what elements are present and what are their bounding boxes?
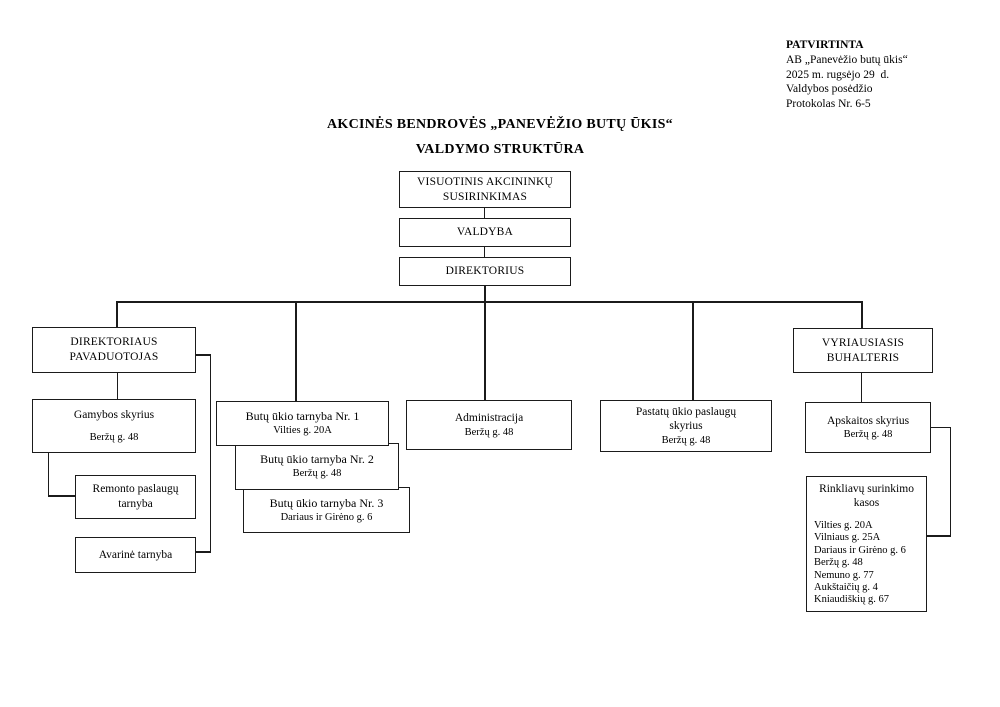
box-pastatu-ukio-paslaugu-skyrius: Pastatų ūkio paslaugų skyrius Beržų g. 4… <box>600 400 772 452</box>
connector-buhalteris-apskaitos <box>860 373 862 403</box>
approval-line: AB „Panevėžio butų ūkis“ <box>786 53 908 66</box>
box-direktorius: DIREKTORIUS <box>399 257 571 286</box>
box-butu-ukio-tarnyba-3: Butų ūkio tarnyba Nr. 3 Dariaus ir Girėn… <box>243 487 410 533</box>
box-address: Beržų g. 48 <box>464 426 514 438</box>
connector-drop-pastatu <box>691 301 694 401</box>
box-label: Butų ūkio tarnyba Nr. 1 <box>245 409 360 424</box>
box-label: DIREKTORIAUS <box>70 336 158 349</box>
box-label: Butų ūkio tarnyba Nr. 3 <box>269 495 384 510</box>
connector-drop-butu-tarnyba <box>295 301 297 402</box>
connector-main-horizontal <box>116 300 863 303</box>
approval-line: Valdybos posėdžio <box>786 83 873 96</box>
connector-gamybos-remonto-h <box>47 495 76 497</box>
approval-line: 2025 m. rugsėjo 29 d. <box>786 68 890 81</box>
box-address: Beržų g. 48 <box>843 429 893 441</box>
approval-line: PATVIRTINTA <box>786 39 864 51</box>
box-valdyba: VALDYBA <box>399 218 571 247</box>
address-item: Beržų g. 48 <box>814 557 863 569</box>
connector-pavaduotojas-avarine-h1 <box>196 354 211 356</box>
address-item: Vilniaus g. 25A <box>814 532 881 544</box>
box-label: DIREKTORIUS <box>445 265 525 278</box>
connector-apskaitos-rinkliavu-h1 <box>931 426 951 428</box>
box-butu-ukio-tarnyba-2: Butų ūkio tarnyba Nr. 2 Beržų g. 48 <box>235 443 399 490</box>
box-address: Beržų g. 48 <box>292 468 342 480</box>
box-label: tarnyba <box>118 498 153 510</box>
box-direktoriaus-pavaduotojas: DIREKTORIAUS PAVADUOTOJAS <box>32 327 196 373</box>
box-remonto-paslaugu-tarnyba: Remonto paslaugų tarnyba <box>75 475 196 519</box>
connector-direktorius-trunk <box>483 285 486 302</box>
box-label: SUSIRINKIMAS <box>442 190 528 203</box>
box-label: BUHALTERIS <box>826 351 900 364</box>
box-label: Pastatų ūkio paslaugų <box>635 405 737 418</box>
box-label: PAVADUOTOJAS <box>69 351 159 363</box>
box-label: skyrius <box>669 420 703 433</box>
connector-pavaduotojas-gamybos <box>116 373 118 400</box>
address-item: Vilties g. 20A <box>814 520 873 531</box>
box-avarine-tarnyba: Avarinė tarnyba <box>75 537 196 573</box>
page-title-line-1: AKCINĖS BENDROVĖS „PANEVĖŽIO BUTŲ ŪKIS“ <box>327 117 673 132</box>
box-label: Gamybos skyrius <box>73 408 155 421</box>
address-item: Kniaudiškių g. 67 <box>814 594 889 606</box>
page-title: AKCINĖS BENDROVĖS „PANEVĖŽIO BUTŲ ŪKIS“ … <box>0 112 1000 162</box>
address-list: Vilties g. 20A Vilniaus g. 25A Dariaus i… <box>807 520 906 607</box>
connector-drop-buhalteris <box>860 301 863 329</box>
box-label: VYRIAUSIASIS <box>821 336 905 349</box>
box-vyriausiasis-buhalteris: VYRIAUSIASIS BUHALTERIS <box>793 328 933 373</box>
approval-line: Protokolas Nr. 6-5 <box>786 98 871 111</box>
box-visuotinis-akcininku-susirinkimas: VISUOTINIS AKCININKŲ SUSIRINKIMAS <box>399 171 571 208</box>
connector-apskaitos-rinkliavu-h2 <box>927 535 951 537</box>
box-label: Rinkliavų surinkimo <box>819 483 914 495</box>
box-label: Remonto paslaugų <box>92 483 179 496</box>
box-rinkliavu-surinkimo-kasos: Rinkliavų surinkimo kasos Vilties g. 20A… <box>806 476 927 612</box>
connector-apskaitos-rinkliavu-v <box>949 426 951 537</box>
address-item: Nemuno g. 77 <box>814 569 874 581</box>
connector-pavaduotojas-avarine-v <box>209 354 212 553</box>
box-address: Vilties g. 20A <box>273 425 332 437</box>
box-gamybos-skyrius: Gamybos skyrius Beržų g. 48 <box>32 399 196 453</box>
box-administracija: Administracija Beržų g. 48 <box>406 400 572 450</box>
connector-valdyba-direktorius <box>483 246 485 258</box>
box-label: kasos <box>853 496 880 509</box>
connector-pavaduotojas-avarine-h2 <box>196 550 211 553</box>
connector-drop-pavaduotojas <box>116 301 118 328</box>
box-label: Apskaitos skyrius <box>826 414 910 427</box>
box-address: Dariaus ir Girėno g. 6 <box>280 511 373 523</box>
connector-visuotinis-valdyba <box>483 208 485 219</box>
address-item: Dariaus ir Girėno g. 6 <box>814 544 906 556</box>
box-label: Administracija <box>454 412 524 425</box>
connector-gamybos-remonto-v <box>47 453 49 497</box>
approval-note: PATVIRTINTA AB „Panevėžio butų ūkis“ 202… <box>786 38 908 112</box>
address-item: Aukštaičių g. 4 <box>814 582 878 594</box>
box-apskaitos-skyrius: Apskaitos skyrius Beržų g. 48 <box>805 402 931 453</box>
box-butu-ukio-tarnyba-1: Butų ūkio tarnyba Nr. 1 Vilties g. 20A <box>216 401 389 446</box>
page-title-line-2: VALDYMO STRUKTŪRA <box>415 142 585 157</box>
box-label: Avarinė tarnyba <box>98 548 173 561</box>
box-label: VALDYBA <box>456 226 514 239</box>
connector-drop-administracija <box>483 301 486 401</box>
box-label: Butų ūkio tarnyba Nr. 2 <box>260 452 374 467</box>
box-address: Beržų g. 48 <box>89 432 139 444</box>
box-label: VISUOTINIS AKCININKŲ <box>417 175 553 188</box>
box-address: Beržų g. 48 <box>661 434 711 446</box>
